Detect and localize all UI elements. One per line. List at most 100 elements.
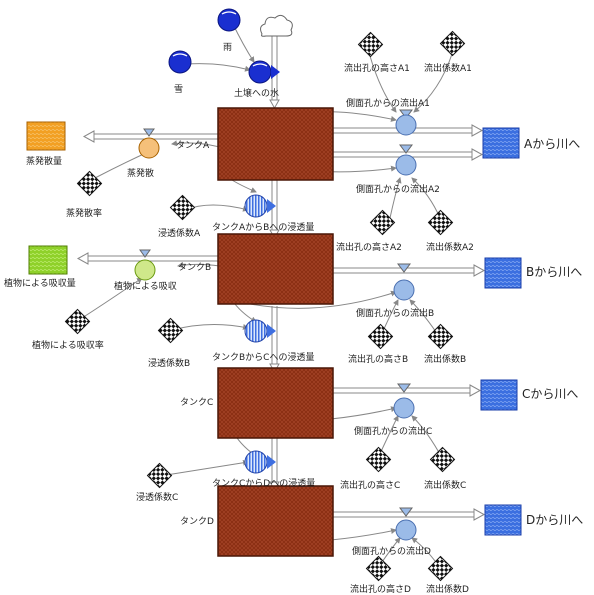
soil-input-valve[interactable]: 土壌への水 xyxy=(234,60,280,99)
infiltration-cd-label: タンクCからDへの浸透量 xyxy=(212,478,315,489)
hole-height-a2-label: 流出孔の高さA2 xyxy=(336,241,402,253)
rain-label: 雨 xyxy=(223,42,232,53)
infiltration-ab-valve[interactable]: タンクAからBへの浸透量 xyxy=(212,194,314,233)
infiltration-cd-icon xyxy=(244,450,268,474)
plant-rate-label: 植物による吸収率 xyxy=(32,339,104,351)
infiltration-bc-valve[interactable]: タンクBからCへの浸透量 xyxy=(212,319,314,363)
tank-a-stock[interactable] xyxy=(217,107,334,181)
coef-b-converter[interactable]: 流出係数B xyxy=(424,323,466,365)
coef-b-label: 流出係数B xyxy=(424,353,466,365)
rain-node[interactable]: 雨 xyxy=(217,8,241,53)
coef-c-icon xyxy=(429,446,456,473)
tank-c-stock[interactable] xyxy=(217,367,334,439)
cloud-source-icon xyxy=(260,14,293,37)
river-b-stock[interactable] xyxy=(484,257,522,289)
hole-height-a1-icon xyxy=(357,31,384,58)
plant-absorb-valve[interactable]: 植物による吸収 xyxy=(114,249,177,292)
hole-height-d-converter[interactable]: 流出孔の高さD xyxy=(350,555,411,595)
plant-absorb-icon xyxy=(134,259,156,281)
river-b-label: Bから川へ xyxy=(526,265,582,279)
hole-height-a1-converter[interactable]: 流出孔の高さA1 xyxy=(344,31,410,74)
river-d-stock[interactable] xyxy=(484,504,522,536)
side-outflow-c-label: 側面孔からの流出C xyxy=(354,425,432,437)
coef-a1-label: 流出係数A1 xyxy=(424,62,472,74)
plant-amount-stock[interactable] xyxy=(28,245,68,275)
side-outflow-c-icon xyxy=(393,397,415,419)
side-outflow-b-label: 側面孔からの流出B xyxy=(356,307,434,319)
infil-coef-b-converter[interactable]: 浸透係数B xyxy=(148,317,190,369)
plant-amount-label: 植物による吸収量 xyxy=(4,277,76,289)
tank-a-label: タンクA xyxy=(176,140,210,151)
coef-a2-converter[interactable]: 流出係数A2 xyxy=(426,209,474,253)
infiltration-cd-valve[interactable]: タンクCからDへの浸透量 xyxy=(212,450,315,489)
plant-rate-converter[interactable]: 植物による吸収率 xyxy=(32,308,104,351)
evap-valve-icon xyxy=(138,137,160,159)
hole-height-b-label: 流出孔の高さB xyxy=(348,353,408,365)
tank-b-stock[interactable] xyxy=(217,233,334,305)
hole-height-a2-icon xyxy=(369,209,396,236)
infil-coef-a-icon xyxy=(169,194,196,221)
infiltration-ab-icon xyxy=(244,194,268,218)
hole-height-c-converter[interactable]: 流出孔の高さC xyxy=(340,446,400,491)
evap-rate-label: 蒸発散率 xyxy=(66,207,102,219)
side-outflow-b-valve[interactable]: 側面孔からの流出B xyxy=(356,263,434,319)
evap-rate-icon xyxy=(76,170,103,197)
infil-coef-c-converter[interactable]: 浸透係数C xyxy=(136,462,178,503)
side-outflow-d-icon xyxy=(395,519,417,541)
tank-d-label: タンクD xyxy=(180,516,214,527)
river-d-label: Dから川へ xyxy=(526,513,583,527)
side-outflow-b-icon xyxy=(393,279,415,301)
infil-coef-b-label: 浸透係数B xyxy=(148,357,190,369)
side-outflow-a1-label: 側面孔からの流出A1 xyxy=(346,97,430,109)
evap-amount-label: 蒸発散量 xyxy=(26,155,62,167)
infil-coef-a-converter[interactable]: 浸透係数A xyxy=(158,194,201,239)
hole-height-b-converter[interactable]: 流出孔の高さB xyxy=(348,323,408,365)
side-outflow-a2-valve[interactable]: 側面孔からの流出A2 xyxy=(356,144,440,195)
coef-d-label: 流出係数D xyxy=(426,583,469,595)
coef-c-converter[interactable]: 流出係数C xyxy=(424,446,466,491)
river-c-label: Cから川へ xyxy=(522,387,578,401)
coef-a1-icon xyxy=(439,30,466,57)
hole-height-c-label: 流出孔の高さC xyxy=(340,479,400,491)
tank-d-stock[interactable] xyxy=(217,485,334,557)
snow-node[interactable]: 雪 xyxy=(168,50,192,95)
side-outflow-a1-icon xyxy=(395,114,417,136)
soil-input-label: 土壌への水 xyxy=(234,87,279,99)
plant-rate-icon xyxy=(64,308,91,335)
side-outflow-c-valve[interactable]: 側面孔からの流出C xyxy=(354,383,432,437)
plant-absorb-label: 植物による吸収 xyxy=(114,280,177,292)
hole-height-a1-label: 流出孔の高さA1 xyxy=(344,62,410,74)
infil-coef-a-label: 浸透係数A xyxy=(158,227,201,239)
side-outflow-d-label: 側面孔からの流出D xyxy=(352,545,431,557)
hole-height-c-icon xyxy=(365,446,392,473)
tank-c-label: タンクC xyxy=(180,397,213,408)
evap-valve[interactable]: 蒸発散 xyxy=(127,128,160,179)
infiltration-bc-icon xyxy=(244,319,268,343)
snow-icon xyxy=(168,50,192,74)
hole-height-a2-converter[interactable]: 流出孔の高さA2 xyxy=(336,209,402,253)
tank-b-label: タンクB xyxy=(178,262,211,273)
evap-rate-converter[interactable]: 蒸発散率 xyxy=(66,170,103,219)
coef-a2-icon xyxy=(427,209,454,236)
rain-icon xyxy=(217,8,241,32)
river-a-stock[interactable] xyxy=(482,127,520,159)
infil-coef-c-icon xyxy=(146,462,173,489)
evap-label: 蒸発散 xyxy=(127,167,154,179)
side-outflow-a2-label: 側面孔からの流出A2 xyxy=(356,183,440,195)
river-c-stock[interactable] xyxy=(480,379,518,411)
coef-b-icon xyxy=(427,323,454,350)
evap-amount-stock[interactable] xyxy=(26,121,66,151)
coef-d-converter[interactable]: 流出係数D xyxy=(426,555,469,595)
hole-height-b-icon xyxy=(367,323,394,350)
coef-a1-converter[interactable]: 流出係数A1 xyxy=(424,30,472,74)
infiltration-ab-label: タンクAからBへの浸透量 xyxy=(212,222,314,233)
snow-label: 雪 xyxy=(174,84,183,95)
side-outflow-a1-valve[interactable]: 側面孔からの流出A1 xyxy=(346,97,430,136)
infil-coef-c-label: 浸透係数C xyxy=(136,491,178,503)
side-outflow-d-valve[interactable]: 側面孔からの流出D xyxy=(352,507,431,557)
hole-height-d-label: 流出孔の高さD xyxy=(350,583,411,595)
coef-d-icon xyxy=(427,555,454,582)
hole-height-d-icon xyxy=(365,555,392,582)
infiltration-bc-label: タンクBからCへの浸透量 xyxy=(212,352,314,363)
